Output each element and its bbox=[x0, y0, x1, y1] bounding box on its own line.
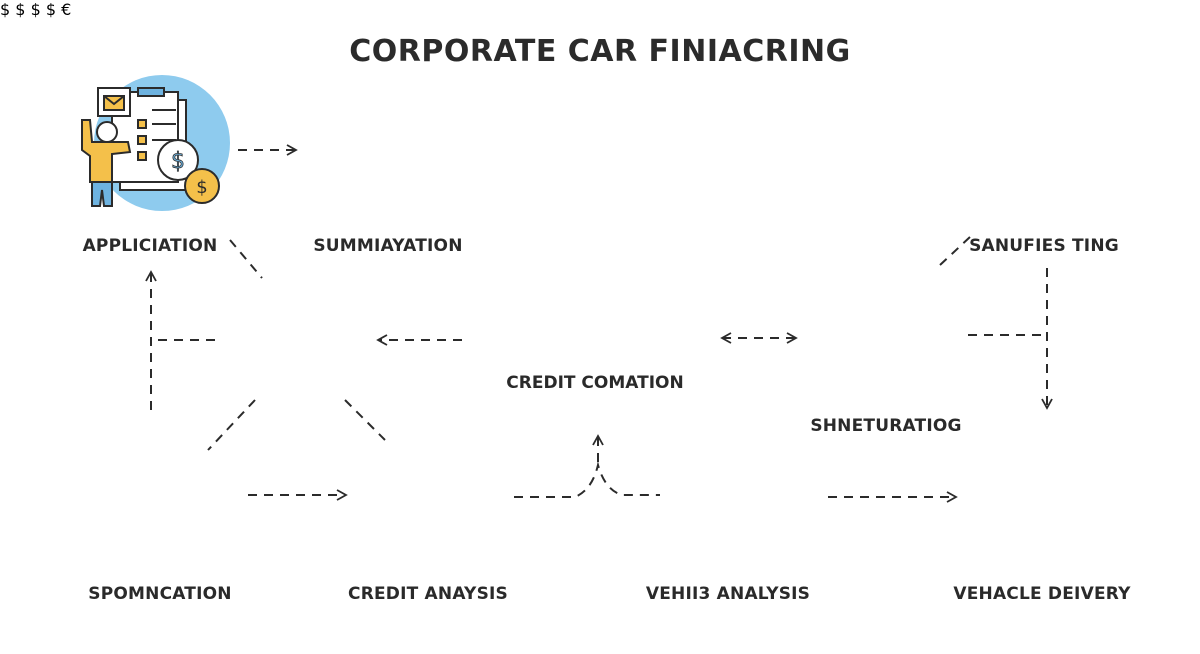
node-label-credit-comation: CREDIT COMATION bbox=[506, 373, 684, 393]
connector-application-to-hub bbox=[229, 239, 263, 279]
car-currency-icon: $ € bbox=[45, 0, 72, 19]
node-vehacle-deivery[interactable]: $ € bbox=[46, 0, 71, 19]
node-circle: $ € bbox=[46, 0, 71, 19]
node-process-hub[interactable]: $ bbox=[15, 0, 30, 19]
node-label-credit-anaysis: CREDIT ANAYSIS bbox=[348, 584, 508, 604]
node-summiayation[interactable]: $ bbox=[0, 0, 15, 19]
node-label-vehacle-deivery: VEHACLE DEIVERY bbox=[953, 584, 1131, 604]
node-label-summiayation: SUMMIAYATION bbox=[313, 236, 463, 256]
connector-shneturatiog-to-sanufies bbox=[939, 236, 971, 266]
node-label-application: APPLICIATION bbox=[82, 236, 218, 256]
businessman-calendar-icon: $ bbox=[30, 0, 41, 19]
node-credit-anaysis[interactable]: $ bbox=[31, 0, 46, 19]
node-label-vehii3-analysis: VEHII3 ANALYSIS bbox=[645, 584, 811, 604]
node-circle: $ bbox=[31, 0, 46, 19]
node-label-sanufies-ting: SANUFIES TING bbox=[969, 236, 1119, 256]
node-circle: $ bbox=[15, 0, 30, 19]
node-circle: $ bbox=[0, 0, 15, 19]
gears-pointing-hand-icon: $ bbox=[0, 0, 11, 19]
svg-text:$: $ bbox=[171, 149, 185, 174]
connector-hub-to-spomncation bbox=[207, 399, 256, 451]
node-label-shneturatiog: SHNETURATIOG bbox=[810, 416, 962, 436]
gear-dollar-chat-check-icon: $ bbox=[15, 0, 26, 19]
connector-analysis-merge bbox=[514, 461, 660, 498]
diagram-title: CORPORATE CAR FINIACRING bbox=[349, 34, 851, 69]
connector-hub-to-creditanaysis bbox=[344, 399, 386, 441]
node-application[interactable]: $ $ bbox=[81, 75, 230, 211]
node-label-spomncation: SPOMNCATION bbox=[88, 584, 232, 604]
clipboard-person-dollar-icon: $ $ bbox=[81, 87, 220, 207]
svg-text:$: $ bbox=[196, 177, 207, 198]
